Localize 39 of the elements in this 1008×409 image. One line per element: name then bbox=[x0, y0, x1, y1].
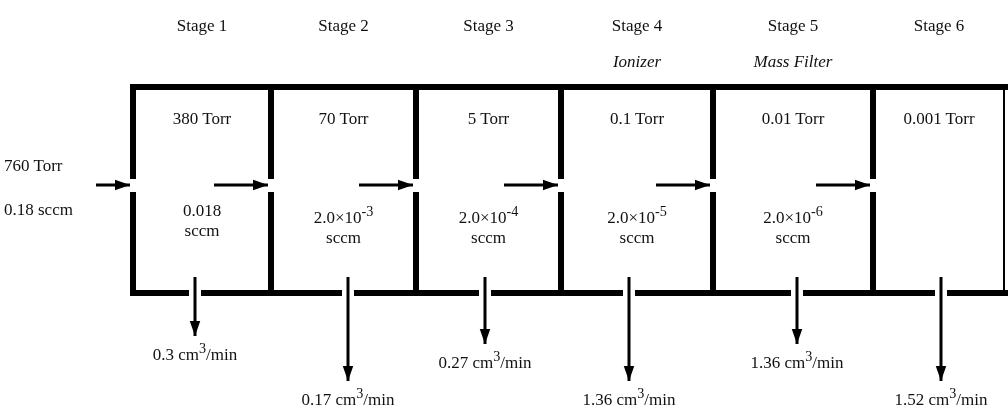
arrow bbox=[935, 277, 947, 381]
arrow bbox=[189, 277, 201, 336]
pressure-label: 0.1 Torr bbox=[608, 109, 666, 129]
stage-heading: Stage 2 bbox=[317, 16, 370, 36]
arrow bbox=[791, 277, 803, 344]
arrow bbox=[656, 179, 710, 191]
flow-rate-label: 0.018 sccm bbox=[182, 201, 222, 241]
flow-rate-label: 2.0×10$^{-6}$ sccm bbox=[763, 202, 823, 248]
pressure-label: 5 Torr bbox=[466, 109, 511, 129]
arrow bbox=[359, 179, 413, 191]
arrow bbox=[214, 179, 268, 191]
pressure-label: 0.01 Torr bbox=[760, 109, 826, 129]
pump-rate-label: 0.27 cm$^{3}$/min bbox=[437, 347, 533, 373]
arrow bbox=[504, 179, 558, 191]
arrow bbox=[96, 179, 130, 191]
inlet-pressure-label: 760 Torr bbox=[4, 156, 63, 176]
stage-heading: Stage 4 bbox=[610, 16, 664, 36]
stage-heading: Stage 1 bbox=[175, 16, 229, 36]
pump-rate-label: 0.3 cm$^{3}$/min bbox=[151, 339, 239, 365]
pump-rate-label: 0.17 cm$^{3}$/min bbox=[300, 384, 396, 409]
stage-heading: Stage 5 bbox=[766, 16, 820, 36]
arrow bbox=[479, 277, 491, 344]
pressure-label: 70 Torr bbox=[317, 109, 370, 129]
pump-rate-label: 1.52 cm$^{3}$/min bbox=[893, 384, 989, 409]
stage-role: Mass Filter bbox=[752, 52, 834, 72]
pump-rate-label: 1.36 cm$^{3}$/min bbox=[749, 347, 845, 373]
pressure-label: 0.001 Torr bbox=[902, 109, 976, 129]
flow-rate-label: 2.0×10$^{-5}$ sccm bbox=[607, 202, 667, 248]
arrow bbox=[623, 277, 635, 381]
stage-heading: Stage 3 bbox=[462, 16, 515, 36]
arrow bbox=[342, 277, 354, 381]
pressure-label: 380 Torr bbox=[171, 109, 233, 129]
stage-heading: Stage 6 bbox=[912, 16, 966, 36]
arrow bbox=[816, 179, 870, 191]
flow-rate-label: 2.0×10$^{-4}$ sccm bbox=[458, 202, 519, 248]
pump-rate-label: 1.36 cm$^{3}$/min bbox=[581, 384, 677, 409]
flow-rate-label: 2.0×10$^{-3}$ sccm bbox=[313, 202, 374, 248]
inlet-flow-label: 0.18 sccm bbox=[4, 200, 73, 220]
stage-role: Ionizer bbox=[611, 52, 663, 72]
